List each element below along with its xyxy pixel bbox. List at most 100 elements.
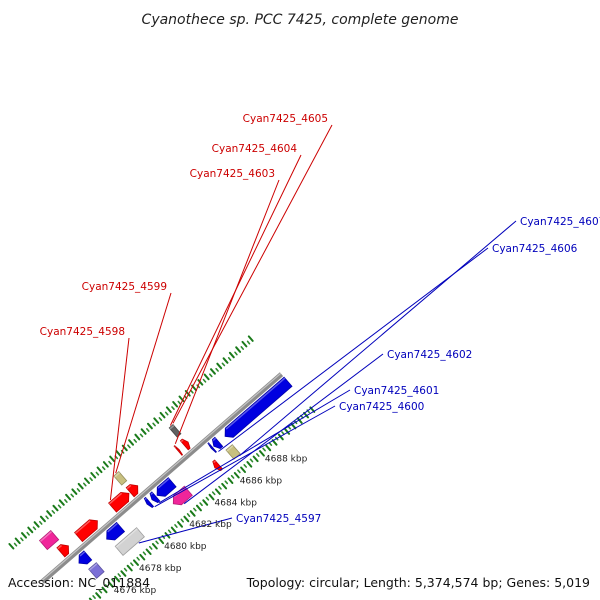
- leader-line: [115, 292, 172, 474]
- gene-label[interactable]: Cyan7425_4603: [190, 168, 275, 180]
- gene-label[interactable]: Cyan7425_4597: [236, 513, 321, 525]
- major-tick: [216, 362, 223, 370]
- minor-tick: [98, 589, 103, 594]
- gene-feature[interactable]: [179, 438, 191, 451]
- gene-feature[interactable]: [113, 471, 128, 486]
- gene-feature-highlight: [107, 522, 118, 533]
- gene-feature[interactable]: [149, 491, 161, 504]
- gene-feature-highlight: [208, 443, 210, 445]
- major-tick: [128, 439, 134, 446]
- gene-feature[interactable]: [172, 485, 193, 506]
- minor-tick: [246, 340, 251, 345]
- major-tick: [208, 493, 215, 501]
- gene-feature[interactable]: [173, 445, 184, 456]
- gene-feature[interactable]: [114, 527, 145, 556]
- major-tick: [88, 597, 93, 600]
- major-tick: [153, 417, 160, 424]
- gene-label-layer[interactable]: Cyan7425_4597Cyan7425_4598Cyan7425_4599C…: [40, 113, 600, 525]
- major-tick: [126, 564, 133, 572]
- gene-feature-highlight: [225, 377, 286, 430]
- minor-tick: [108, 460, 112, 465]
- minor-tick: [237, 469, 241, 474]
- minor-tick: [64, 498, 68, 503]
- major-tick: [203, 373, 210, 381]
- major-tick: [65, 493, 72, 501]
- major-tick: [214, 488, 221, 495]
- gene-label[interactable]: Cyan7425_4600: [339, 401, 424, 413]
- scale-label: 4680 kbp: [164, 542, 207, 552]
- gene-feature[interactable]: [225, 444, 241, 460]
- major-tick: [159, 411, 166, 419]
- major-tick: [33, 521, 40, 528]
- gene-label[interactable]: Cyan7425_4604: [212, 143, 298, 155]
- scale-label: 4686 kbp: [240, 477, 283, 487]
- gene-feature[interactable]: [108, 491, 130, 513]
- minor-tick: [83, 482, 87, 487]
- gene-label[interactable]: Cyan7425_4599: [82, 281, 167, 293]
- minor-tick: [174, 524, 178, 528]
- major-tick: [151, 543, 158, 550]
- gene-feature-highlight: [79, 551, 86, 557]
- minor-tick: [230, 474, 235, 479]
- gene-feature[interactable]: [78, 550, 93, 565]
- major-tick: [222, 357, 229, 364]
- minor-tick: [111, 578, 115, 583]
- gene-label[interactable]: Cyan7425_4606: [492, 243, 578, 255]
- gene-feature[interactable]: [207, 442, 217, 453]
- accession-text: Accession: NC_011884: [8, 575, 150, 590]
- gene-feature-highlight: [174, 445, 176, 448]
- major-tick: [109, 455, 116, 463]
- gene-feature-highlight: [212, 437, 217, 441]
- minor-tick: [92, 595, 96, 600]
- gene-label[interactable]: Cyan7425_4601: [354, 385, 439, 397]
- minor-tick: [130, 562, 134, 567]
- major-tick: [120, 570, 127, 577]
- major-tick: [96, 466, 103, 474]
- major-tick: [140, 428, 147, 435]
- major-tick: [177, 521, 183, 528]
- minor-tick: [155, 540, 159, 545]
- gene-feature[interactable]: [211, 436, 224, 449]
- gene-feature-highlight: [226, 445, 234, 452]
- major-tick: [233, 472, 240, 479]
- gene-feature-highlight: [108, 492, 123, 505]
- major-tick: [115, 450, 122, 457]
- gene-feature-highlight: [213, 460, 216, 464]
- minor-tick: [186, 513, 191, 518]
- gene-feature-highlight: [180, 439, 184, 443]
- gene-feature[interactable]: [74, 519, 98, 543]
- minor-tick: [180, 518, 184, 523]
- major-tick: [8, 543, 15, 550]
- gene-label[interactable]: Cyan7425_4598: [40, 326, 125, 338]
- gene-feature[interactable]: [125, 484, 139, 498]
- gene-feature[interactable]: [143, 496, 155, 508]
- major-tick: [259, 450, 265, 457]
- leader-line: [174, 179, 280, 444]
- gene-feature[interactable]: [88, 562, 105, 579]
- leader-line: [158, 389, 351, 504]
- leader-line: [239, 220, 517, 456]
- leader-line: [169, 154, 302, 426]
- major-tick: [145, 548, 152, 555]
- major-tick: [27, 526, 34, 534]
- gene-feature[interactable]: [106, 521, 126, 541]
- gene-feature[interactable]: [38, 530, 60, 551]
- backbone-line: [40, 372, 284, 584]
- gene-feature[interactable]: [224, 376, 293, 438]
- gene-label[interactable]: Cyan7425_4605: [243, 113, 328, 125]
- gene-feature[interactable]: [156, 477, 177, 497]
- major-tick: [183, 515, 190, 523]
- gene-feature[interactable]: [56, 544, 70, 558]
- gene-feature[interactable]: [168, 424, 182, 438]
- gene-label[interactable]: Cyan7425_4602: [387, 349, 472, 361]
- major-tick: [46, 510, 53, 517]
- gene-label[interactable]: Cyan7425_4607: [520, 216, 600, 228]
- minor-tick: [127, 444, 131, 449]
- minor-tick: [142, 551, 147, 556]
- gene-feature-highlight: [150, 492, 154, 496]
- minor-tick: [13, 542, 18, 547]
- gene-feature-highlight: [89, 563, 98, 571]
- tick-layer: [8, 335, 316, 600]
- major-tick: [189, 510, 196, 517]
- minor-tick: [199, 502, 203, 507]
